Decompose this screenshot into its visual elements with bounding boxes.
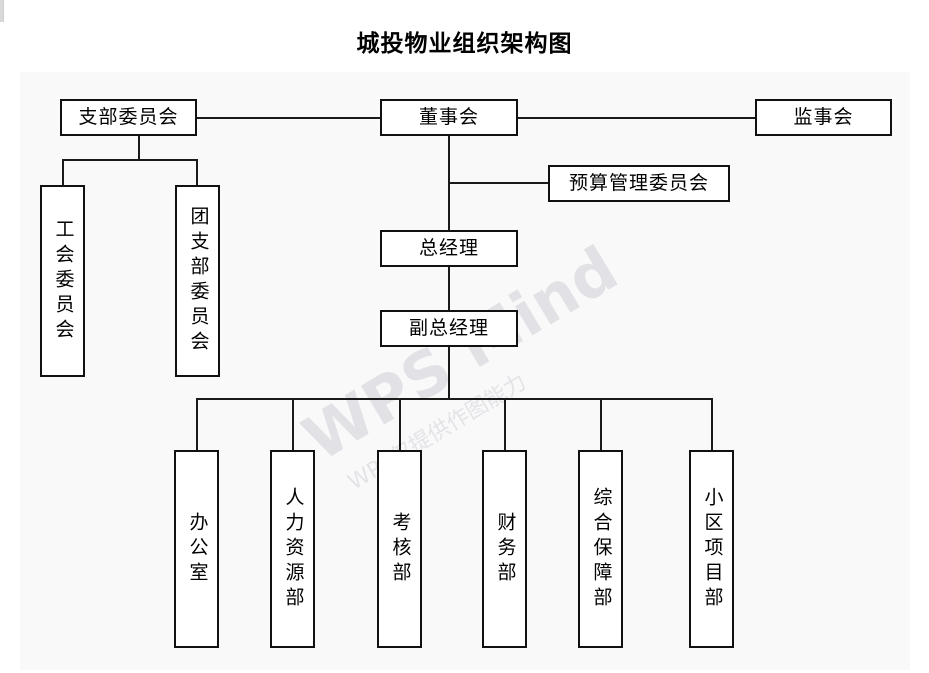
connector-drop-hr [292, 398, 294, 450]
node-budget-committee[interactable]: 预算管理委员会 [548, 165, 730, 202]
node-dept-office[interactable]: 办公室 [174, 450, 219, 648]
node-label: 办公室 [186, 511, 209, 587]
node-label: 预算管理委员会 [568, 171, 709, 194]
node-label: 人力资源部 [282, 486, 305, 612]
connector-board-to-supervisors [517, 117, 755, 119]
connector-board-to-budget [448, 182, 548, 184]
node-label: 董事会 [418, 105, 479, 128]
node-label: 小区项目部 [701, 486, 724, 612]
node-board-of-directors[interactable]: 董事会 [380, 99, 518, 136]
connector-drop-community [711, 398, 713, 450]
page-edge-sliver [0, 0, 4, 22]
diagram-canvas: WPS Mind WPS仅提供作图能力 [20, 72, 910, 670]
node-label: 考核部 [389, 511, 412, 587]
connector-drop-support [600, 398, 602, 450]
connector-drop-finance [504, 398, 506, 450]
node-label: 综合保障部 [590, 486, 613, 612]
connector-drop-office [196, 398, 198, 450]
node-board-of-supervisors[interactable]: 监事会 [755, 99, 892, 136]
connector-drop-union [62, 159, 64, 185]
connector-branch-drop [138, 136, 140, 160]
node-label: 副总经理 [408, 316, 489, 339]
node-dept-community[interactable]: 小区项目部 [689, 450, 734, 648]
connector-deputy-drop [448, 347, 450, 399]
connector-drop-assessment [399, 398, 401, 450]
connector-branch-to-board [196, 117, 380, 119]
node-deputy-manager[interactable]: 副总经理 [380, 310, 518, 347]
node-label: 财务部 [494, 511, 517, 587]
connector-drop-youth-league [196, 159, 198, 185]
node-youth-league-committee[interactable]: 团支部委员会 [175, 185, 220, 377]
node-label: 支部委员会 [78, 105, 179, 128]
node-union-committee[interactable]: 工会委员会 [40, 185, 85, 377]
node-label: 团支部委员会 [187, 206, 210, 356]
node-label: 监事会 [793, 105, 854, 128]
node-dept-support[interactable]: 综合保障部 [578, 450, 623, 648]
node-general-manager[interactable]: 总经理 [380, 230, 518, 267]
node-dept-finance[interactable]: 财务部 [482, 450, 527, 648]
connector-gm-to-deputy [448, 266, 450, 310]
connector-branch-bus [62, 159, 198, 161]
node-dept-assessment[interactable]: 考核部 [377, 450, 422, 648]
node-label: 工会委员会 [52, 218, 75, 344]
connector-department-bus [196, 398, 712, 400]
node-branch-committee[interactable]: 支部委员会 [60, 99, 197, 136]
node-label: 总经理 [418, 236, 479, 259]
node-dept-hr[interactable]: 人力资源部 [270, 450, 315, 648]
page-title: 城投物业组织架构图 [356, 30, 573, 57]
